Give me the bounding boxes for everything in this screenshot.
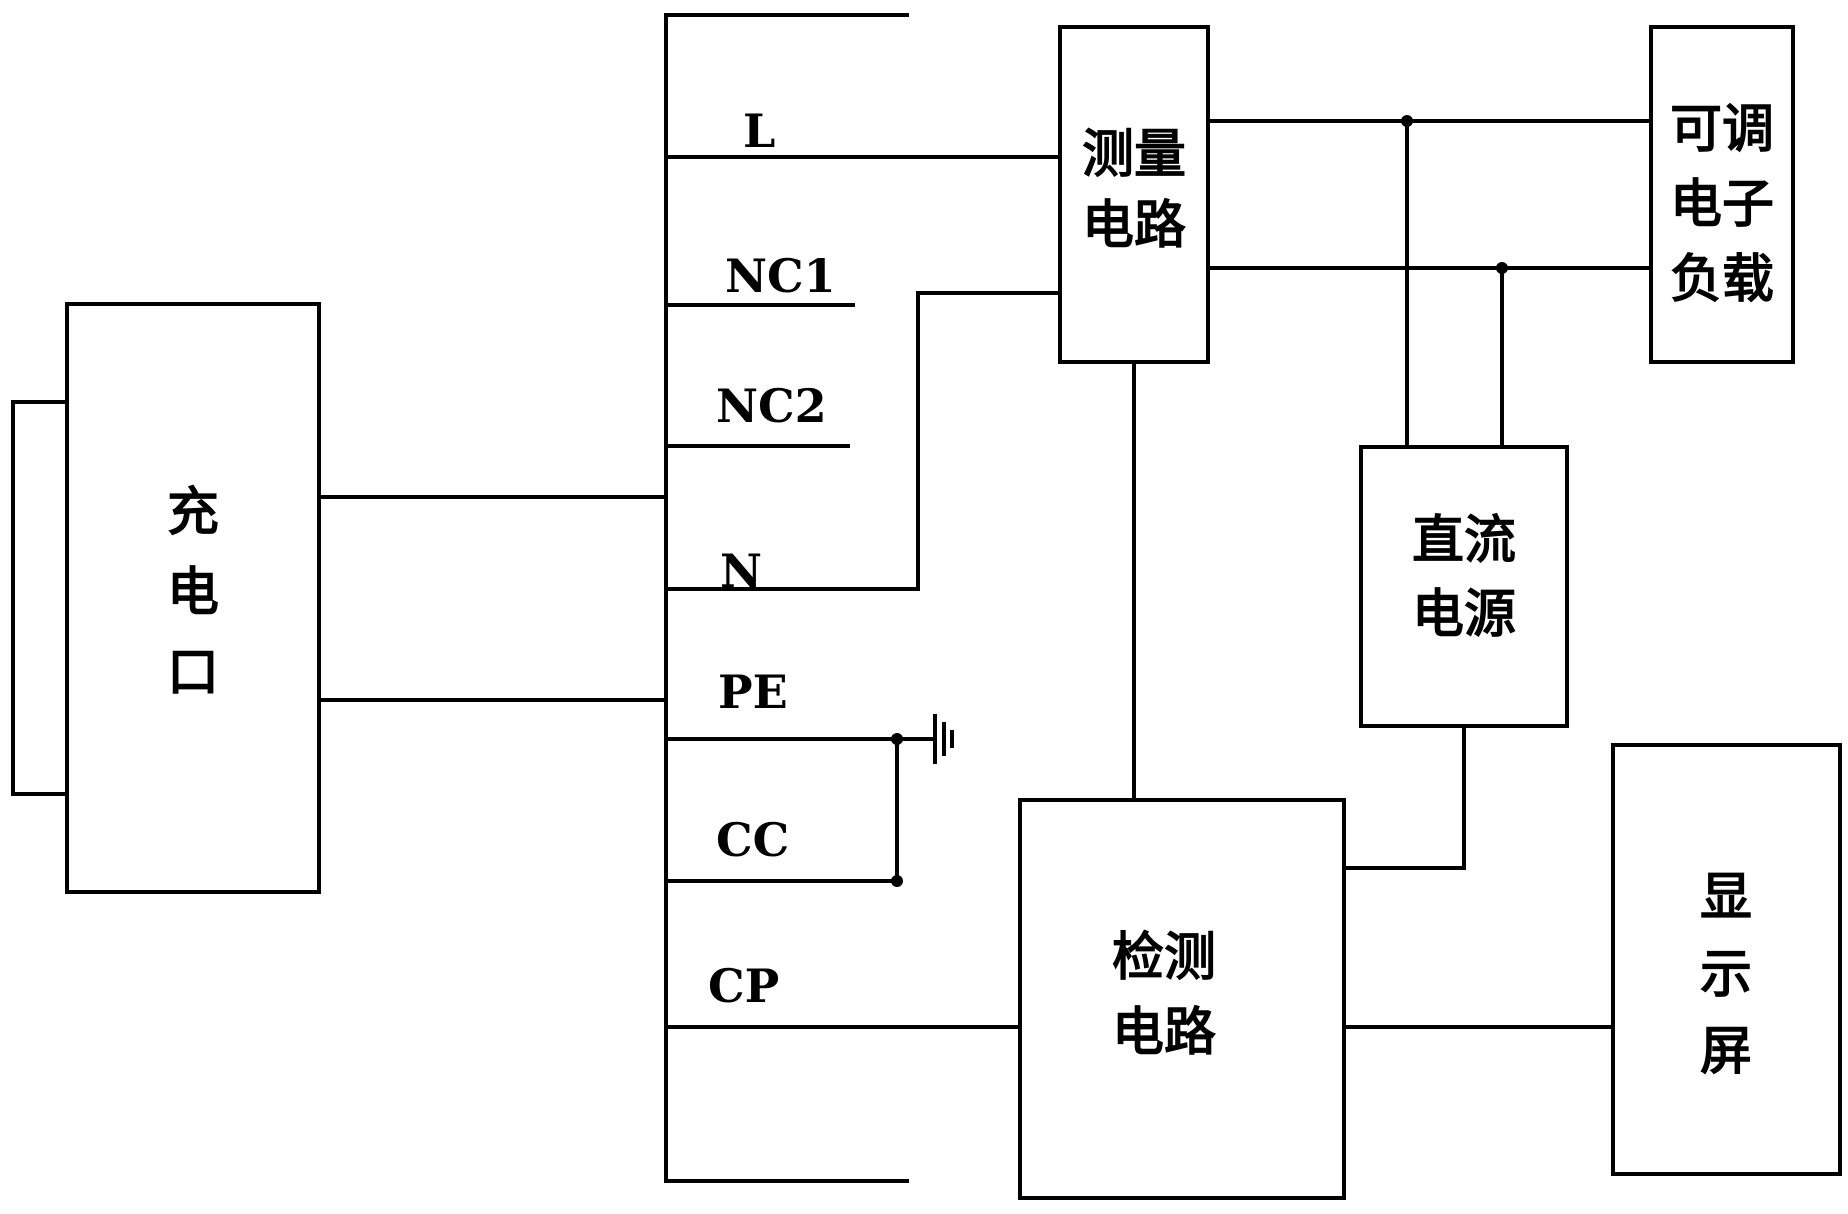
cc-junction-dot — [891, 875, 903, 887]
measurement-circuit-label-2: 电路 — [1082, 196, 1187, 256]
adjustable-load-label-1: 可调 — [1670, 100, 1774, 160]
display-screen-block — [1611, 743, 1842, 1176]
display-screen-label-2: 示 — [1700, 945, 1752, 1005]
adjustable-load-label-2: 电子 — [1670, 175, 1774, 235]
terminal-n-line — [664, 291, 1062, 591]
detection-circuit-block — [1018, 798, 1346, 1200]
adjustable-load-block — [1649, 25, 1795, 364]
measurement-circuit-label-1: 测量 — [1082, 125, 1186, 185]
charging-port-block — [65, 302, 321, 894]
terminal-label-n: N — [720, 544, 762, 598]
dc-power-supply-block — [1359, 445, 1569, 728]
dc-power-supply-label-2: 电源 — [1412, 585, 1516, 645]
terminal-label-cc: CC — [716, 813, 789, 867]
terminal-label-l: L — [743, 104, 775, 158]
terminal-label-nc2: NC2 — [716, 379, 827, 433]
display-screen-label-3: 屏 — [1700, 1022, 1752, 1082]
ground-icon — [895, 714, 954, 764]
terminal-label-pe: PE — [718, 665, 788, 719]
pe-junction-dot — [891, 733, 903, 745]
charging-port-label-2: 电 — [167, 563, 219, 623]
charging-port-label-1: 充 — [167, 483, 219, 543]
terminal-label-nc1: NC1 — [725, 249, 836, 303]
measurement-circuit-block — [1058, 25, 1210, 364]
detection-circuit-label-2: 电路 — [1112, 1003, 1217, 1063]
charging-port-plug-face — [11, 400, 69, 796]
dc-detect-wire — [1342, 724, 1466, 870]
adjustable-load-label-3: 负载 — [1670, 250, 1774, 310]
dc-power-supply-label-1: 直流 — [1412, 511, 1516, 571]
display-screen-label-1: 显 — [1700, 868, 1752, 928]
detection-circuit-label-1: 检测 — [1112, 928, 1216, 988]
charging-port-label-3: 口 — [167, 643, 219, 703]
terminal-label-cp: CP — [708, 959, 779, 1013]
